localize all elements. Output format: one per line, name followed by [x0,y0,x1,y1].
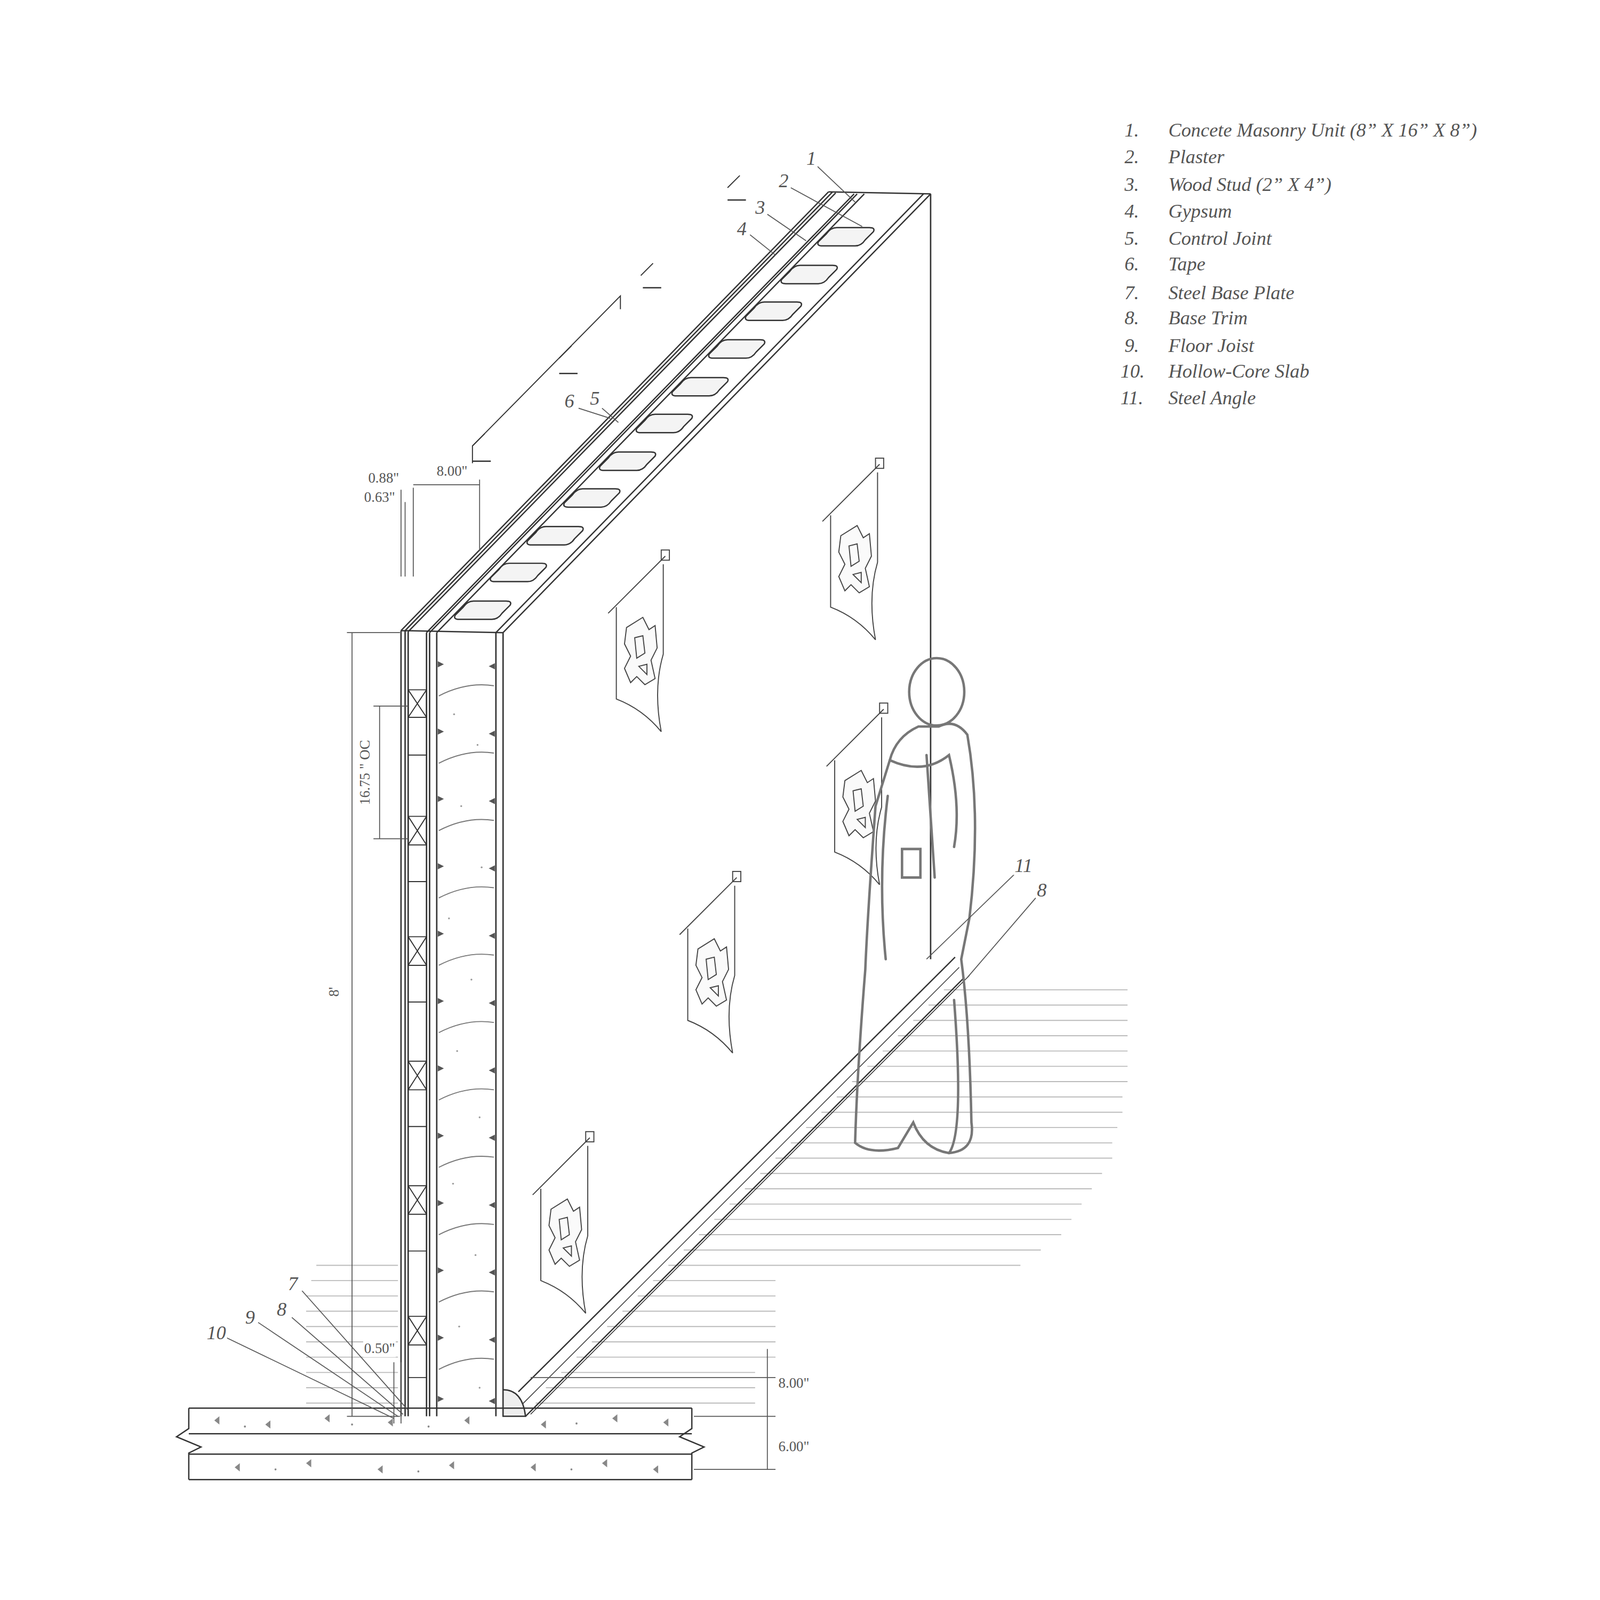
legend-number: 8. [1124,305,1139,332]
legend-item: Base Trim [1168,305,1248,332]
dimension-label: 0.88" [367,470,401,487]
callout-number: 1 [805,148,818,168]
legend-item: Steel Base Plate [1168,279,1295,307]
legend-item: Tape [1168,251,1206,278]
callout-number: 10 [205,1323,228,1343]
callout-number: 11 [1013,855,1034,875]
dimension-label: 0.63" [363,489,397,507]
callout-number: 2 [777,170,790,190]
legend-item: Gypsum [1168,197,1232,225]
legend-item: Control Joint [1168,225,1272,253]
legend-number: 1. [1124,117,1139,144]
dimension-label: 8' [326,986,343,998]
callout-number: 8 [1035,880,1048,900]
legend-item: Plaster [1168,144,1225,171]
legend-number: 2. [1124,144,1139,171]
legend-item: Hollow-Core Slab [1168,358,1310,386]
legend-number: 6. [1124,251,1139,278]
dimension-label: 6.00" [777,1438,811,1456]
legend-number: 11. [1120,384,1144,412]
callout-number: 4 [736,218,748,238]
legend-item: Floor Joist [1168,332,1255,360]
legend-number: 5. [1124,225,1139,253]
callout-number: 9 [244,1307,256,1327]
callout-number: 8 [275,1299,288,1319]
callout-number: 7 [286,1274,299,1294]
dimension-label: 0.50" [363,1340,397,1358]
legend-item: Wood Stud (2” X 4”) [1168,171,1332,198]
legend-number: 7. [1124,279,1139,307]
dimension-label: 8.00" [777,1375,811,1392]
callout-number: 3 [754,197,766,217]
legend-item: Concete Masonry Unit (8” X 16” X 8”) [1168,117,1478,144]
legend-number: 9. [1124,332,1139,360]
legend-number: 10. [1120,358,1145,386]
dimension-label: 16.75 " OC [357,739,374,807]
legend-item: Steel Angle [1168,384,1256,412]
legend-number: 4. [1124,197,1139,225]
callout-number: 6 [563,391,576,411]
callout-number: 5 [588,388,601,408]
legend-number: 3. [1124,171,1139,198]
dimension-label: 8.00" [435,463,469,480]
